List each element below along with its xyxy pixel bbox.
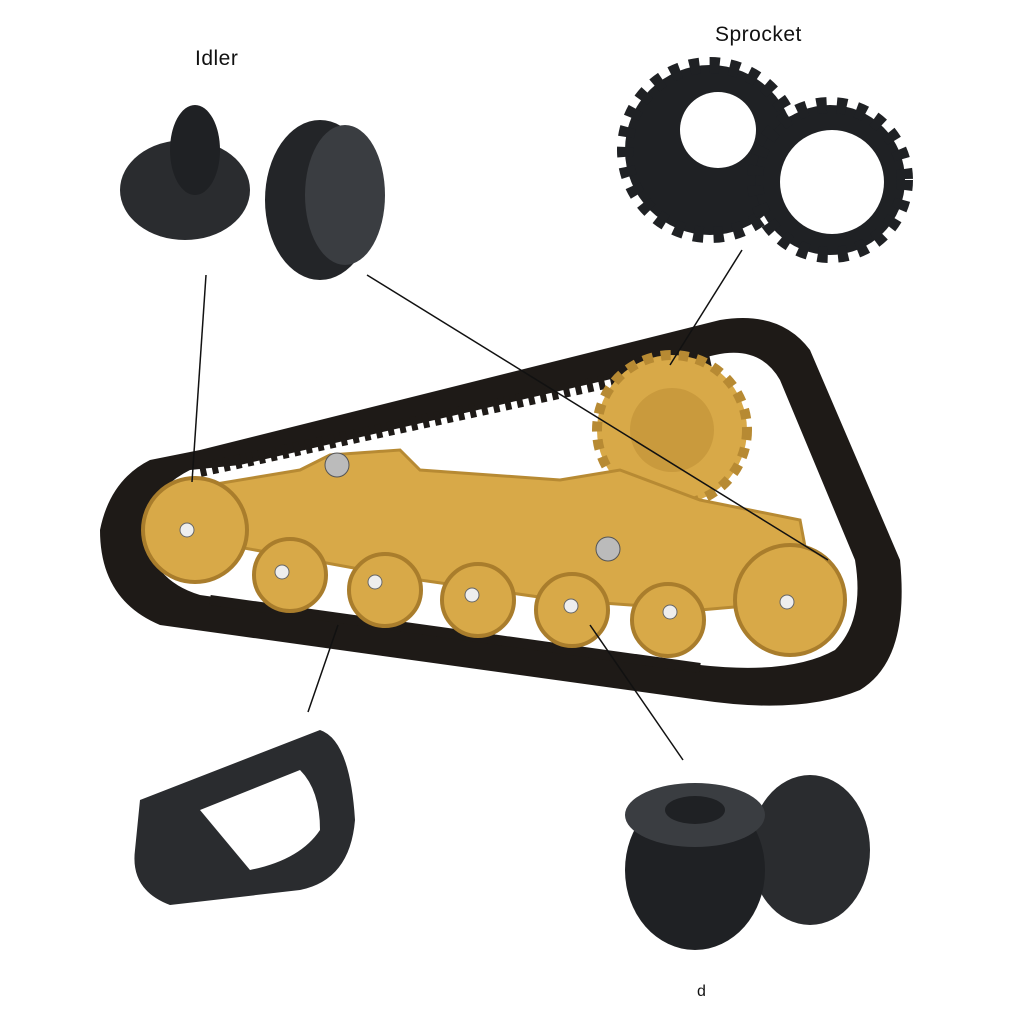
sprocket-part-image bbox=[617, 57, 913, 263]
idler-rear-leader-line bbox=[366, 274, 829, 561]
leader-lines bbox=[191, 249, 829, 761]
roller-leader-line bbox=[589, 624, 684, 761]
idler-leader-line bbox=[191, 274, 207, 483]
yellow-frame bbox=[177, 448, 817, 612]
wheel-bolts bbox=[179, 522, 795, 620]
idler-part-image bbox=[120, 105, 385, 280]
sprocket-label: Sprocket bbox=[715, 23, 802, 46]
track-leader-line bbox=[307, 624, 339, 713]
idler-label: Idler bbox=[195, 47, 239, 70]
track-part-image bbox=[134, 730, 355, 905]
truncated-label: d bbox=[697, 983, 707, 1000]
roller-part-image bbox=[625, 775, 870, 950]
sprocket-leader-line bbox=[669, 249, 743, 366]
